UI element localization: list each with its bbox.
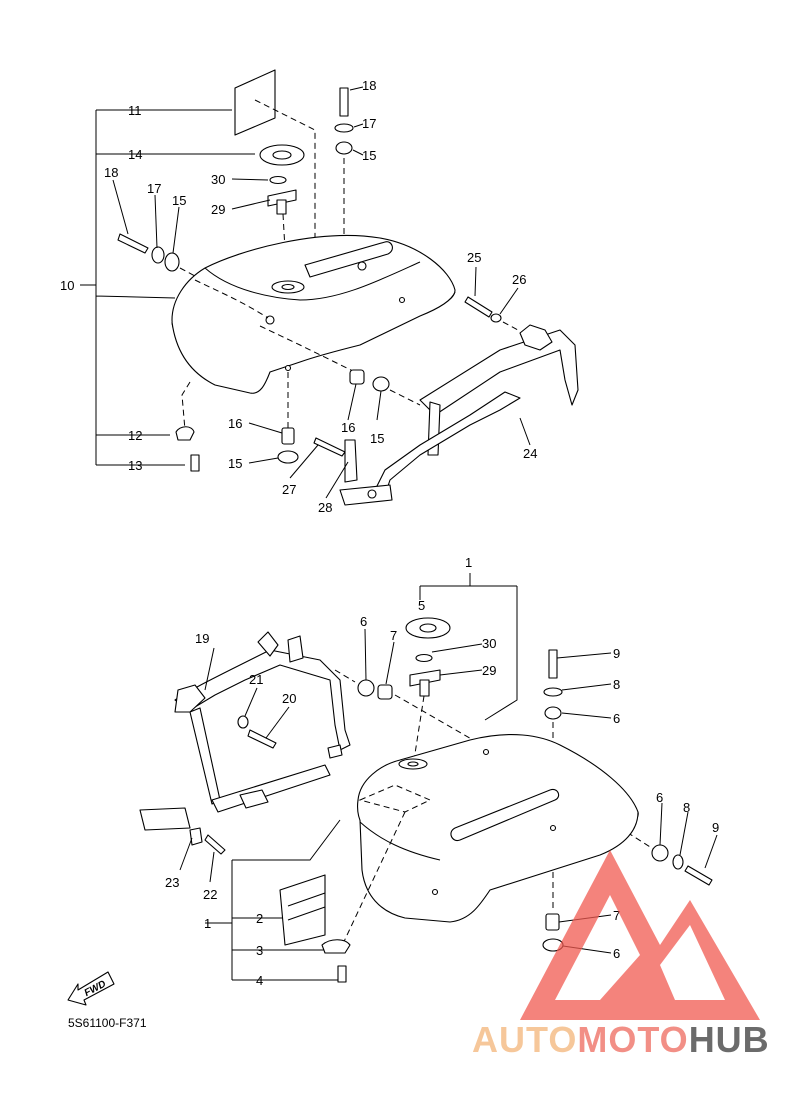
top-assembly [80, 69, 579, 506]
callout-2: 2 [256, 911, 263, 926]
callout-29: 29 [211, 202, 225, 217]
callout-15: 15 [362, 148, 376, 163]
callout-21: 21 [249, 672, 263, 687]
callout-17: 17 [362, 116, 376, 131]
callout-9b: 9 [712, 820, 719, 835]
washer-17 [334, 123, 354, 133]
callout-29b: 29 [482, 663, 496, 678]
callout-24: 24 [523, 446, 537, 461]
grommet-6c [651, 844, 669, 862]
callout-17b: 17 [147, 181, 161, 196]
callout-6b: 6 [613, 711, 620, 726]
callout-27: 27 [282, 482, 296, 497]
callout-19: 19 [195, 631, 209, 646]
collar-16b [349, 369, 365, 385]
callout-6d: 6 [613, 946, 620, 961]
label-sticker-11 [234, 69, 276, 136]
callout-13: 13 [128, 458, 142, 473]
grommet-6 [357, 679, 375, 697]
bottom-case-lower [359, 811, 639, 923]
bolt-9b [684, 865, 713, 886]
screw-13 [190, 454, 200, 472]
callout-1b: 1 [204, 916, 211, 931]
screw-4 [337, 965, 347, 983]
washer-21 [237, 715, 249, 729]
callout-8b: 8 [683, 800, 690, 815]
diagram-code: 5S61100-F371 [68, 1016, 147, 1030]
callout-11: 11 [128, 103, 142, 118]
callout-1: 1 [465, 555, 472, 570]
label-2 [279, 874, 326, 946]
callout-16b: 16 [341, 420, 355, 435]
callout-15d: 15 [172, 193, 186, 208]
callout-10: 10 [60, 278, 74, 293]
callout-20: 20 [282, 691, 296, 706]
callout-16: 16 [228, 416, 242, 431]
washer-30b [415, 653, 433, 663]
callout-3: 3 [256, 943, 263, 958]
callout-22: 22 [203, 887, 217, 902]
callout-28: 28 [318, 500, 332, 515]
callout-6c: 6 [656, 790, 663, 805]
callout-8: 8 [613, 677, 620, 692]
washer-8 [543, 687, 563, 697]
grommet-15c [372, 376, 390, 392]
collar-16 [281, 427, 295, 445]
bolt-27 [313, 437, 346, 457]
fwd-arrow: FWD [67, 971, 115, 1006]
top-case-lower [171, 291, 456, 394]
bolt-18-left [117, 233, 149, 254]
grommet-15 [335, 141, 353, 155]
callout-14: 14 [128, 147, 142, 162]
washer-8b [672, 854, 684, 870]
callout-4: 4 [256, 973, 263, 988]
bolt-25 [464, 296, 493, 318]
callout-18b: 18 [104, 165, 118, 180]
callout-23: 23 [165, 875, 179, 890]
callout-25: 25 [467, 250, 481, 265]
callout-9: 9 [613, 646, 620, 661]
bottom-callouts: 1 5 30 29 6 7 9 8 6 19 21 20 23 22 1 2 3… [165, 555, 719, 988]
plate-28 [344, 439, 358, 483]
callout-26: 26 [512, 272, 526, 287]
callout-18: 18 [362, 78, 376, 93]
grommet-6b [544, 706, 562, 720]
bolt-22 [204, 834, 226, 855]
callout-30: 30 [211, 172, 225, 187]
lock-29b [409, 669, 441, 687]
callout-12: 12 [128, 428, 142, 443]
grommet-15b [277, 450, 299, 464]
callout-leaders [112, 86, 718, 954]
washer-30 [269, 175, 287, 185]
clip-12 [175, 426, 195, 441]
callout-6: 6 [360, 614, 367, 629]
callout-15c: 15 [370, 431, 384, 446]
top-callouts: 11 14 30 29 18 17 15 10 12 13 16 15 27 2… [60, 78, 537, 515]
bolt-9 [548, 649, 558, 679]
watermark-text: AUTOMOTOHUB [472, 1019, 770, 1060]
collar-7b [545, 913, 560, 931]
fwd-label: FWD [83, 979, 108, 999]
plate-23 [189, 827, 203, 846]
callout-15b: 15 [228, 456, 242, 471]
lock-29 [267, 189, 297, 207]
callout-7b: 7 [613, 908, 620, 923]
bolt-18 [339, 87, 349, 117]
callout-7: 7 [390, 628, 397, 643]
washer-26 [490, 313, 502, 323]
watermark-logo [520, 850, 760, 1020]
bottom-assembly [139, 573, 713, 983]
bolt-20 [247, 729, 277, 749]
collar-7 [377, 684, 393, 700]
clip-3 [321, 939, 351, 954]
callout-30b: 30 [482, 636, 496, 651]
callout-5: 5 [418, 598, 425, 613]
